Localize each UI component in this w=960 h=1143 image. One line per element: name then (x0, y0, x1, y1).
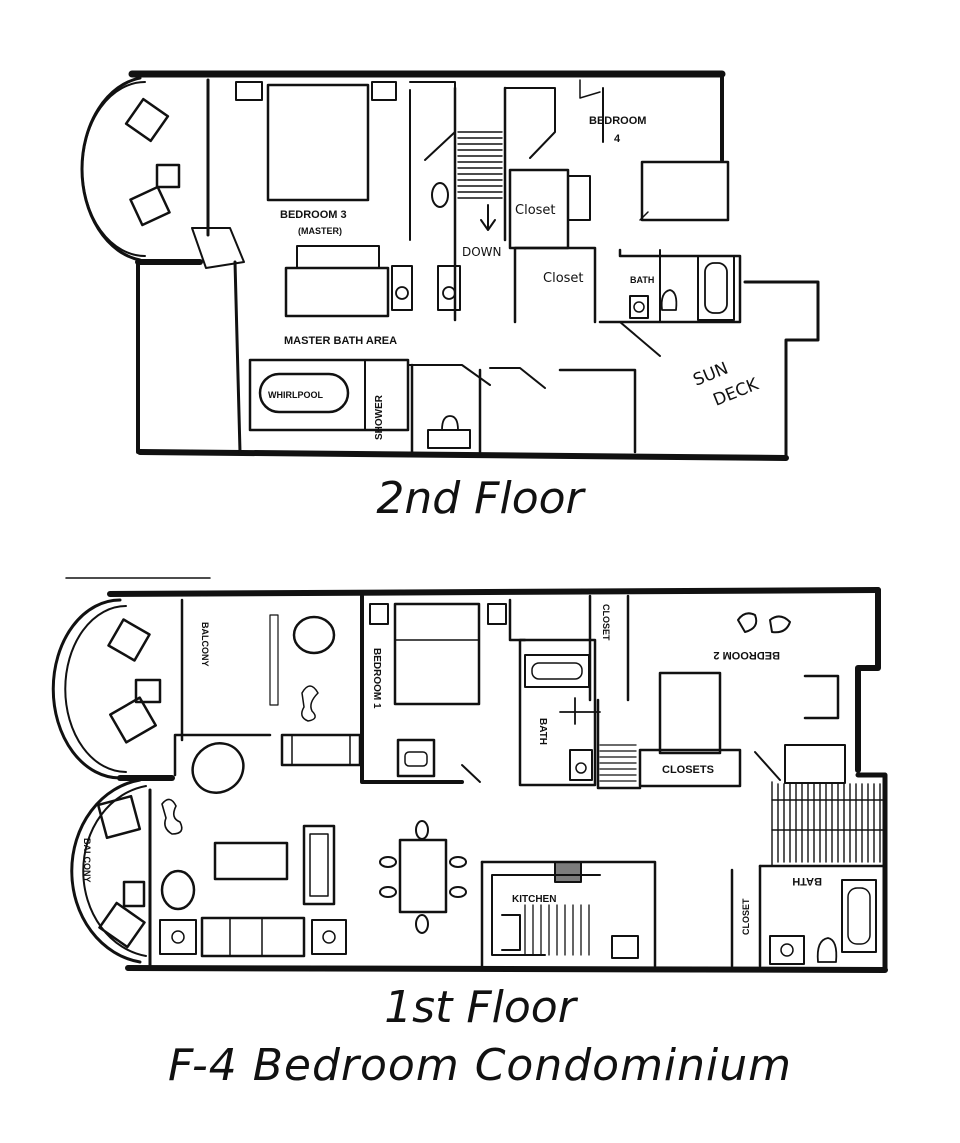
label-closet-lower: Closet (543, 271, 584, 286)
label-balcony-lower: BALCONY (82, 838, 92, 883)
label-closets: CLOSETS (662, 764, 714, 776)
label-closet-bottom: CLOSET (741, 898, 751, 935)
label-master-bath-area: MASTER BATH AREA (284, 335, 397, 347)
label-stairs-down: DOWN (462, 245, 502, 259)
label-bedroom-2: BEDROOM 2 (713, 649, 780, 661)
first-floor-plan (51, 577, 888, 973)
second-floor-caption: 2nd Floor (376, 473, 584, 524)
label-closet-top: CLOSET (601, 604, 611, 641)
label-bath-upper: BATH (630, 275, 654, 285)
label-bedroom-4-number: 4 (614, 133, 621, 145)
first-floor-caption: 1st Floor (384, 982, 576, 1033)
unit-title-caption: F-4 Bedroom Condominium (167, 1040, 793, 1091)
label-whirlpool: WHIRLPOOL (268, 390, 323, 400)
label-bedroom-3-master: (MASTER) (298, 226, 342, 236)
label-kitchen: KITCHEN (512, 894, 556, 905)
label-bath-bedroom-1: BATH (537, 718, 548, 745)
label-bedroom-3: BEDROOM 3 (280, 209, 347, 221)
label-balcony-upper: BALCONY (200, 622, 210, 667)
second-floor-plan (80, 70, 820, 461)
label-bath-lower-right: BATH (792, 875, 822, 887)
label-closet-upper: Closet (515, 203, 556, 218)
label-bedroom-4: BEDROOM (589, 115, 646, 127)
label-shower: SHOWER (374, 394, 385, 440)
label-bedroom-1: BEDROOM 1 (371, 648, 382, 709)
